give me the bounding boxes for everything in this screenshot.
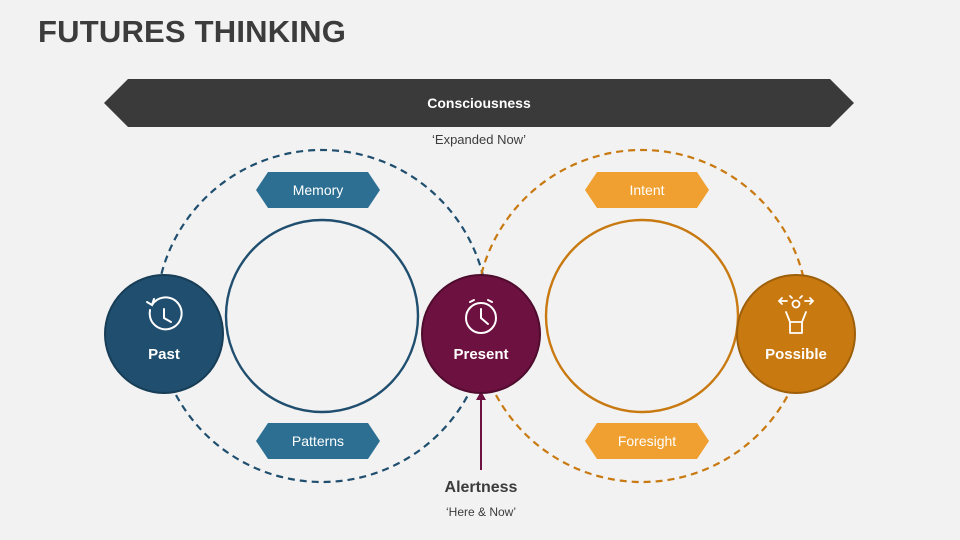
page-title: FUTURES THINKING	[38, 14, 347, 49]
present-node: Present	[421, 274, 541, 394]
foresight-tag	[585, 423, 709, 459]
intent-tag-label: Intent	[629, 182, 664, 198]
clock-icon	[465, 299, 497, 334]
person-choice-icon	[778, 295, 814, 334]
possible-inner-circle	[544, 218, 740, 414]
possible-label: Possible	[765, 346, 827, 363]
alertness-sublabel: ‘Here & Now’	[446, 505, 516, 519]
alertness-label: Alertness	[445, 479, 518, 496]
past-label: Past	[148, 346, 180, 363]
possible-node: Possible	[736, 274, 856, 394]
consciousness-arrow	[104, 79, 854, 127]
arrow-sublabel: ‘Expanded Now’	[432, 132, 526, 147]
past-node: Past	[104, 274, 224, 394]
history-icon	[146, 296, 183, 331]
alertness-pointer-arrowhead	[476, 391, 486, 400]
intent-tag	[585, 172, 709, 208]
foresight-tag-label: Foresight	[618, 433, 676, 449]
patterns-tag	[256, 423, 380, 459]
past-inner-circle	[224, 218, 420, 414]
memory-tag	[256, 172, 380, 208]
memory-tag-label: Memory	[293, 182, 344, 198]
patterns-tag-label: Patterns	[292, 433, 344, 449]
arrow-label: Consciousness	[427, 95, 531, 111]
present-label: Present	[453, 346, 508, 363]
